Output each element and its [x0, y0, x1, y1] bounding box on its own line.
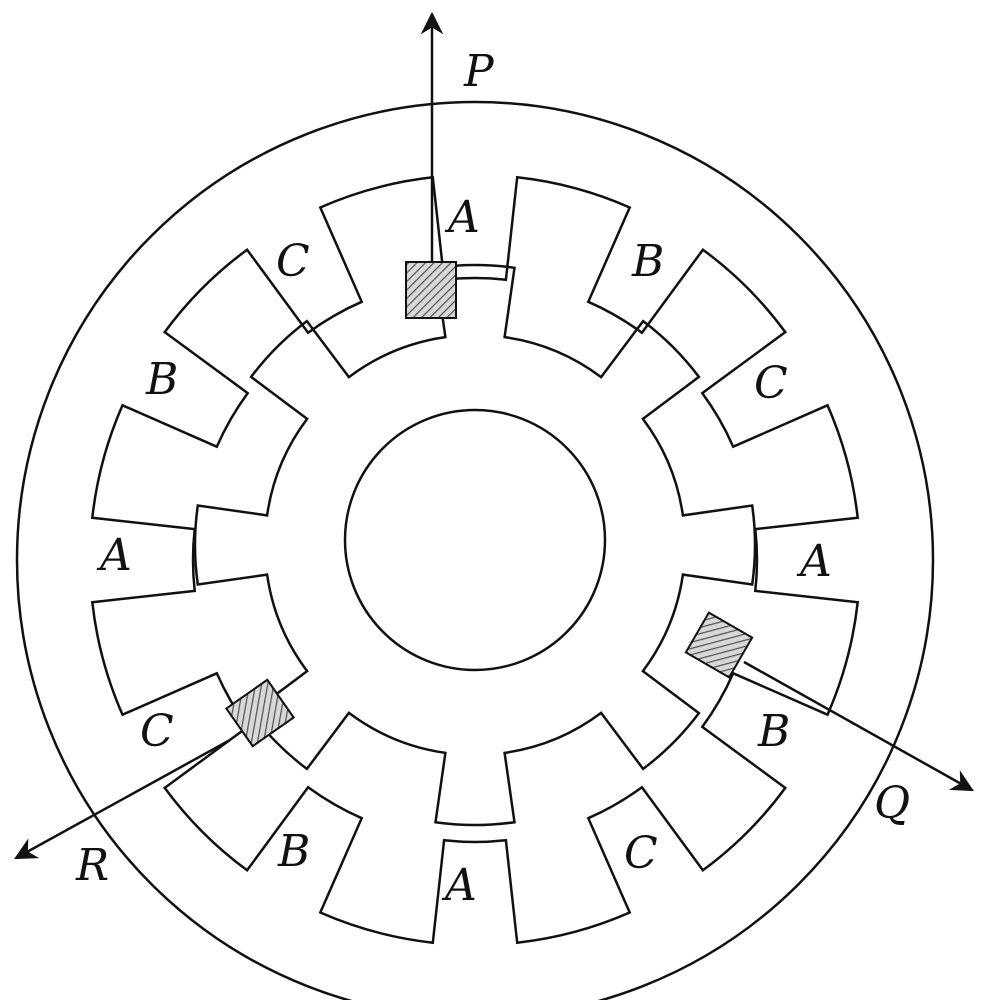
stator-label-top-left-2: C [276, 236, 310, 287]
shaft-circle [343, 408, 607, 672]
rotor-profile [193, 263, 757, 827]
stator-labels: A B C A B C A B C A B C [96, 192, 832, 911]
axis-p-label: P [463, 46, 495, 97]
stator-label-top-right-1: B [631, 236, 664, 287]
axis-q-label: Q [874, 778, 910, 829]
stator-label-right: A [796, 536, 832, 587]
stator-label-top-right-2: C [754, 358, 788, 409]
stator-label-bottom-left-2: C [140, 706, 174, 757]
sensor-block-r [224, 678, 296, 748]
stator-label-top-left-1: B [145, 354, 178, 405]
stator-label-top: A [444, 192, 480, 243]
stator-inner-profile [90, 175, 860, 945]
stator-label-bottom-right-1: B [757, 706, 790, 757]
stator-label-bottom-left-1: B [277, 826, 310, 877]
stator-label-bottom: A [441, 860, 477, 911]
sensor-block-q [684, 611, 754, 679]
stator-outer-ring [15, 100, 935, 1000]
axis-r-arrow [14, 738, 231, 860]
axis-q-arrow [743, 660, 974, 792]
stator-label-left: A [96, 530, 132, 581]
axis-r-label: R [75, 840, 109, 891]
sensor-block-p [405, 261, 457, 319]
stator-label-bottom-right-2: C [624, 828, 658, 879]
